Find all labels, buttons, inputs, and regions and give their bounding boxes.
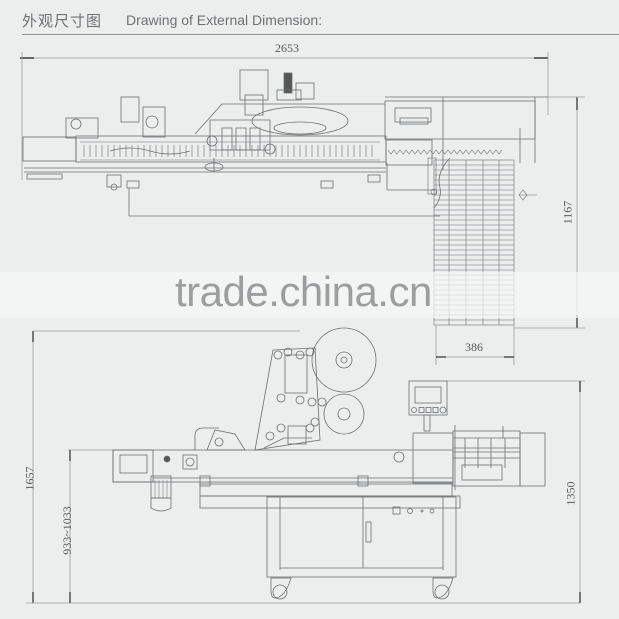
dimension-line-933-1033: [68, 449, 115, 603]
dimension-line-386: [435, 325, 515, 365]
dimension-line-1350: [445, 380, 585, 603]
top-frame: [22, 96, 548, 180]
top-feet: [106, 163, 440, 217]
dimension-line-2653: [20, 52, 549, 180]
watermark-band: [0, 272, 619, 318]
feeding-unit: [412, 425, 546, 490]
dimension-386-label: 386: [465, 340, 483, 354]
drawing-header: 外观尺寸图 Drawing of External Dimension:: [22, 6, 619, 35]
dimension-1167-label: 1167: [560, 200, 575, 225]
top-mechanisms: [65, 69, 385, 172]
dimension-1350-label: 1350: [563, 481, 578, 506]
dimension-line-1657: [26, 330, 580, 604]
front-view: [26, 327, 585, 604]
cabinet: [199, 495, 461, 600]
control-panel: [408, 380, 448, 432]
dimension-1657-label: 1657: [22, 466, 37, 491]
dimension-933-1033-label: 933~1033: [59, 506, 74, 555]
top-view: [20, 52, 585, 365]
conveyor-teeth: [80, 141, 503, 161]
front-conveyor: [112, 449, 454, 512]
labeling-head: [194, 327, 377, 451]
title-english: Drawing of External Dimension:: [126, 12, 323, 28]
watermark-text: trade.china.cn: [175, 268, 432, 315]
title-chinese: 外观尺寸图: [22, 12, 103, 30]
dimension-2653-label: 2653: [275, 41, 299, 55]
